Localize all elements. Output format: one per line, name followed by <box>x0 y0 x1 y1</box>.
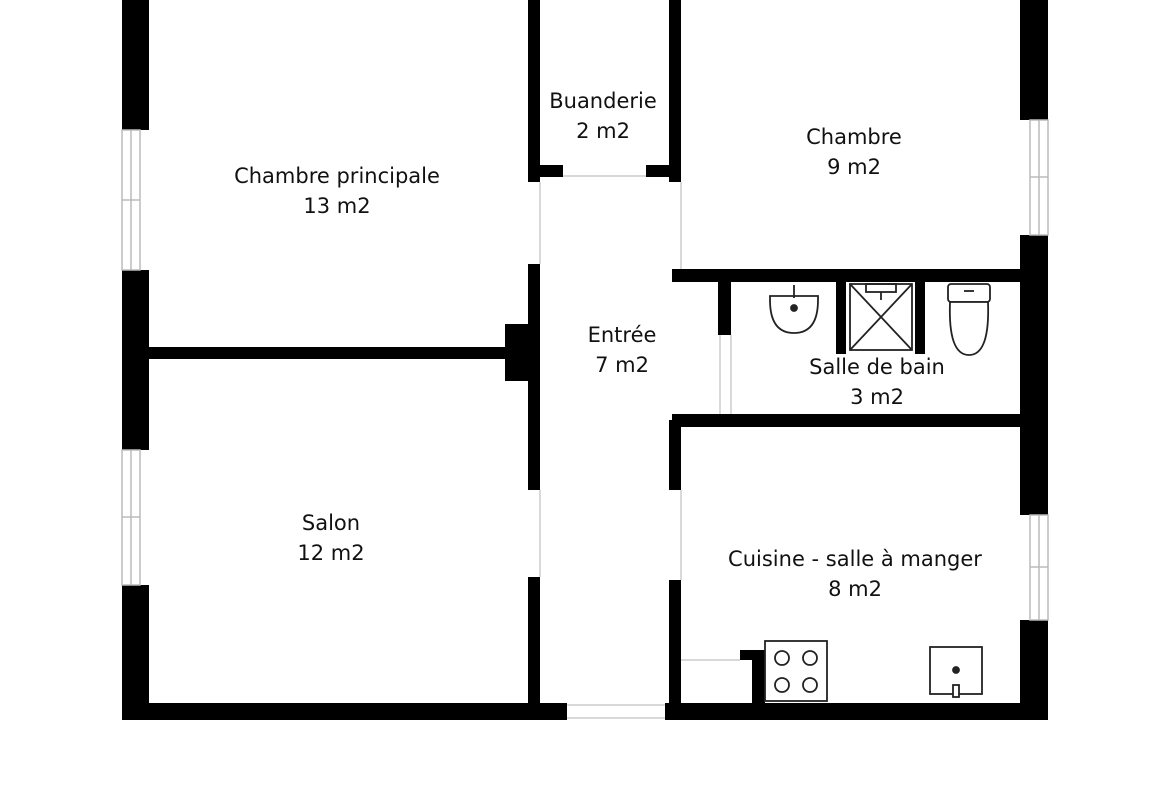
wall-left-2 <box>122 270 149 450</box>
room-area: 13 m2 <box>303 194 371 218</box>
wall-corridor-left-3 <box>528 577 540 703</box>
room-area: 9 m2 <box>827 155 881 179</box>
window-right-1 <box>1029 119 1049 236</box>
window-left-1 <box>121 129 141 271</box>
wall-buanderie-right <box>669 0 681 182</box>
wall-right-3 <box>1020 620 1048 720</box>
room-label-salon: Salon 12 m2 <box>297 508 364 568</box>
room-name: Salle de bain <box>809 355 945 379</box>
walls <box>122 0 1048 720</box>
wall-shower-right <box>915 282 925 354</box>
wall-kitchen-left-1 <box>669 420 681 490</box>
wall-bottom-2 <box>665 703 1048 720</box>
room-name: Entrée <box>587 323 657 347</box>
room-label-chambre-principale: Chambre principale 13 m2 <box>234 161 440 221</box>
wall-buanderie-bottom-1 <box>528 165 563 177</box>
room-area: 2 m2 <box>576 119 630 143</box>
toilet-icon <box>947 283 991 356</box>
wall-bedroom-salon <box>149 347 509 359</box>
room-name: Buanderie <box>549 89 657 113</box>
room-label-buanderie: Buanderie 2 m2 <box>549 86 657 146</box>
wall-left-1 <box>122 0 149 130</box>
wall-kitchen-closet-v <box>752 650 765 703</box>
room-name: Cuisine - salle à manger <box>728 547 982 571</box>
room-name: Chambre principale <box>234 164 440 188</box>
sink-icon <box>769 285 819 334</box>
room-area: 8 m2 <box>828 577 882 601</box>
wall-kitchen-left-2 <box>669 580 681 703</box>
wall-corridor-left-2 <box>528 264 540 490</box>
wall-left-3 <box>122 585 149 720</box>
wall-corridor-left-1 <box>528 0 540 182</box>
room-label-chambre: Chambre 9 m2 <box>806 122 902 182</box>
wall-right-1 <box>1020 0 1048 120</box>
wall-bottom-1 <box>122 703 567 720</box>
door-lines <box>539 175 740 719</box>
windows <box>121 119 1049 621</box>
wall-pillar <box>505 324 530 381</box>
wall-bath-left <box>718 280 731 335</box>
wall-shower-left <box>836 282 846 354</box>
wall-chambre-bottom <box>672 269 1020 282</box>
wall-right-2 <box>1020 235 1048 515</box>
room-label-salle-de-bain: Salle de bain 3 m2 <box>809 352 945 412</box>
window-right-2 <box>1029 514 1049 621</box>
kitchen-sink-icon <box>929 646 983 698</box>
window-left-2 <box>121 449 141 586</box>
room-name: Chambre <box>806 125 902 149</box>
shower-icon <box>849 283 913 351</box>
room-area: 3 m2 <box>850 385 904 409</box>
room-name: Salon <box>301 511 361 535</box>
room-label-entree: Entrée 7 m2 <box>588 320 657 380</box>
wall-bath-bottom <box>672 414 1020 427</box>
room-area: 7 m2 <box>595 353 649 377</box>
room-label-cuisine: Cuisine - salle à manger 8 m2 <box>728 544 982 604</box>
room-area: 12 m2 <box>297 541 365 565</box>
stove-icon <box>764 640 828 702</box>
